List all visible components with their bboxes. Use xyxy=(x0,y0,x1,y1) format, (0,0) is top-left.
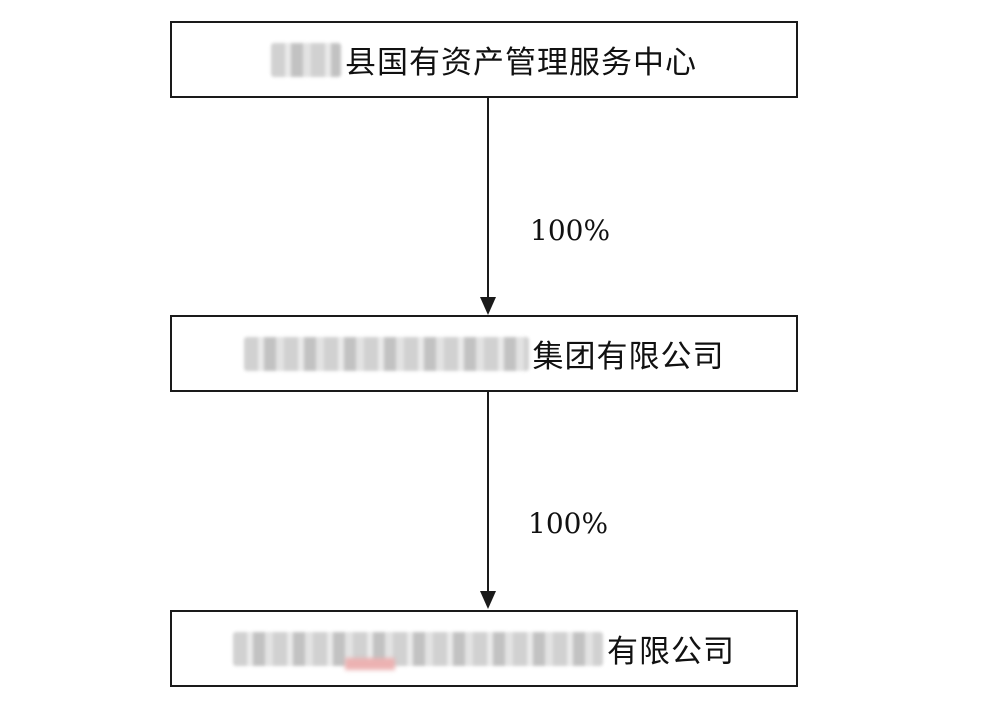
node-subsidiary-company-label: 有限公司 xyxy=(233,626,735,671)
edge-2-line xyxy=(487,392,489,592)
edge-2-arrowhead-icon xyxy=(480,591,496,609)
redacted-text xyxy=(233,631,603,666)
node-group-company-label: 集团有限公司 xyxy=(243,331,725,376)
node-group-company: 集团有限公司 xyxy=(170,315,798,392)
node-subsidiary-company: 有限公司 xyxy=(170,610,798,687)
node-state-asset-center: 县国有资产管理服务中心 xyxy=(170,21,798,98)
node-subsidiary-company-text: 有限公司 xyxy=(607,634,735,670)
edge-1-line xyxy=(487,98,489,298)
edge-1-arrowhead-icon xyxy=(480,297,496,315)
node-state-asset-center-text: 县国有资产管理服务中心 xyxy=(345,45,697,81)
node-state-asset-center-label: 县国有资产管理服务中心 xyxy=(271,37,697,82)
node-group-company-text: 集团有限公司 xyxy=(532,339,725,375)
edge-2-ownership-label: 100% xyxy=(528,507,609,540)
redacted-text xyxy=(271,42,341,77)
edge-1-ownership-label: 100% xyxy=(530,214,611,247)
redacted-text xyxy=(243,336,529,371)
